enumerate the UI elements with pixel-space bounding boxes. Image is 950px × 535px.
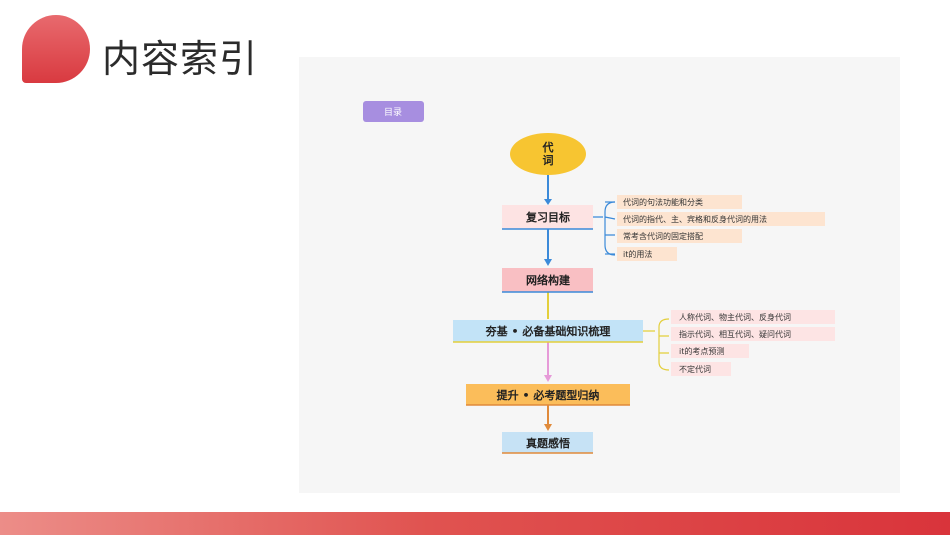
tag-label: 目录	[384, 107, 402, 118]
leaf-review-2-label: 代词的指代、主、宾格和反身代词的用法	[623, 214, 767, 224]
node-foundation-label: 夯基 • 必备基础知识梳理	[485, 324, 611, 338]
bottom-accent-bar	[0, 512, 950, 535]
bracket-foundation	[643, 318, 670, 371]
leaf-foundation-2-label: 指示代词、相互代词、疑问代词	[679, 329, 791, 339]
node-review-goals-label: 复习目标	[525, 210, 570, 224]
title-decoration	[22, 15, 90, 83]
leaf-review-1	[617, 195, 742, 209]
leaf-review-4	[617, 247, 677, 261]
leaf-review-1-label: 代词的句法功能和分类	[623, 197, 703, 207]
node-improvement	[466, 384, 630, 405]
root-node	[510, 133, 586, 175]
node-network-build-label: 网络构建	[526, 273, 571, 287]
node-exam-insights	[502, 432, 593, 453]
leaf-foundation-2	[671, 327, 835, 341]
mindmap-canvas: 目录 代 词 复习目标 代词的句法功能和分类 代词的指代、主、宾格和反身代词的用…	[299, 57, 900, 493]
arrow-node1	[544, 199, 552, 205]
arrow-node5	[544, 424, 552, 431]
leaf-foundation-4	[671, 362, 731, 376]
node-improvement-label: 提升 • 必考题型归纳	[497, 388, 600, 402]
leaf-foundation-3	[671, 344, 749, 358]
bottom-fade	[0, 493, 950, 512]
leaf-review-4-label: it的用法	[623, 249, 652, 259]
arrow-node2	[544, 259, 552, 266]
leaf-foundation-3-label: it的考点预测	[679, 346, 724, 356]
leaf-foundation-1	[671, 310, 835, 324]
node-network-build	[502, 268, 593, 292]
bracket-review-goals	[593, 201, 616, 256]
tag-box	[363, 101, 424, 122]
leaf-foundation-1-label: 人称代词、物主代词、反身代词	[679, 312, 791, 322]
root-label-1: 代	[542, 140, 554, 154]
root-label-2: 词	[543, 154, 554, 167]
node-exam-insights-label: 真题感悟	[526, 436, 570, 450]
mindmap-diagram: 目录 代 词 复习目标 代词的句法功能和分类 代词的指代、主、宾格和反身代词的用…	[363, 101, 835, 454]
node-review-goals	[502, 205, 593, 229]
leaf-review-3	[617, 229, 742, 243]
leaf-review-3-label: 常考含代词的固定搭配	[623, 231, 703, 241]
node-foundation	[453, 320, 643, 342]
leaf-review-2	[617, 212, 825, 226]
page-title: 内容索引	[102, 37, 259, 81]
leaf-foundation-4-label: 不定代词	[679, 364, 711, 374]
arrow-node4	[544, 375, 552, 382]
